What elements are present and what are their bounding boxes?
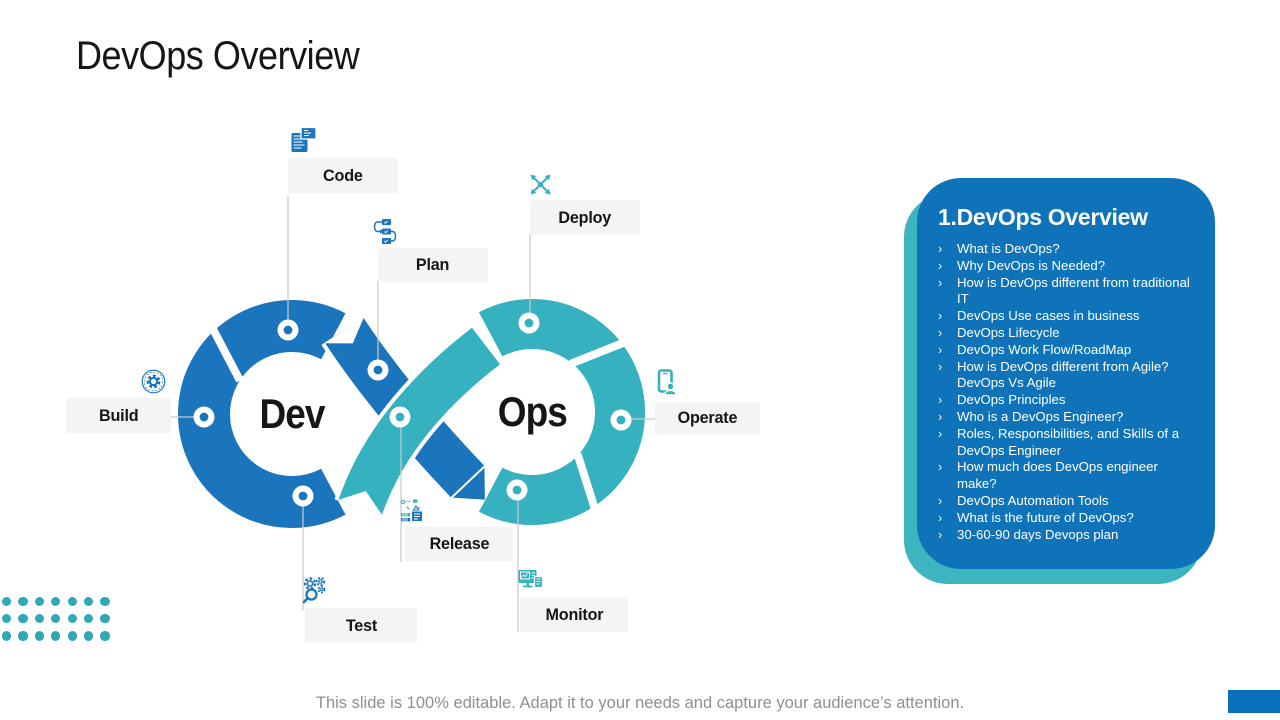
chevron-bullet-icon: › [938,426,943,441]
topic-item: ›How much does DevOps engineer make? [938,459,1158,492]
stage-label-test: Test [305,608,417,643]
topic-item: ›DevOps Use cases in business [938,308,1140,324]
devops-infinity-loop [171,196,656,632]
release-launch-icon [399,497,426,524]
ring-chevron-cuts [209,327,626,511]
deco-dot [67,631,77,641]
chevron-bullet-icon: › [938,309,943,324]
deco-dot [83,597,94,607]
operate-device-icon [652,369,680,397]
deploy-arrows-icon [527,171,554,198]
topic-item: ›What is the future of DevOps? [938,509,1134,525]
node-build [193,406,215,428]
chevron-bullet-icon: › [938,409,943,424]
deco-dot [18,597,28,607]
node-test [292,485,314,507]
test-gears-magnifier-icon [301,576,330,605]
stage-label-deploy: Deploy [530,200,640,235]
topic-item: ›DevOps Work Flow/RoadMap [938,341,1132,357]
ops-label: Ops [497,388,567,435]
deco-dot [83,631,94,641]
monitor-screen-icon [517,567,545,595]
topic-item: ›What is DevOps? [938,241,1060,256]
chevron-bullet-icon: › [938,460,943,475]
deco-dot [100,614,110,624]
chevron-bullet-icon: › [938,325,943,340]
node-deploy [518,312,540,334]
build-gear-icon [140,368,167,395]
code-icon [290,126,318,154]
chevron-bullet-icon: › [938,258,943,273]
chevron-bullet-icon: › [938,510,943,525]
stage-label-code: Code [288,158,398,193]
stage-label-release: Release [405,527,513,561]
deco-dot [51,614,61,624]
topic-item: ›DevOps Principles [938,392,1066,408]
topics-list: ›What is DevOps? ›Why DevOps is Needed? … [917,241,1215,543]
accent-bar [1228,690,1280,713]
deco-dot [51,631,61,641]
stage-label-monitor: Monitor [520,597,628,632]
chevron-bullet-icon: › [938,275,943,290]
node-code [277,319,299,341]
topic-item: ›Roles, Responsibilities, and Skills of … [938,425,1180,458]
node-plan [367,359,389,381]
deco-dot [51,597,61,607]
chevron-bullet-icon: › [938,359,943,374]
topic-item: ›DevOps Automation Tools [938,492,1109,508]
topic-item: ›How is DevOps different from traditiona… [938,274,1190,307]
connector-lines [171,196,656,632]
deco-dot [67,614,77,624]
plan-workflow-icon [371,218,398,245]
topics-panel: 1.DevOps Overview ›What is DevOps? ›Why … [917,178,1215,569]
deco-dot [34,631,44,641]
deco-dot [18,631,28,641]
dot-grid [2,597,117,649]
deco-dot [34,614,44,624]
dev-label: Dev [259,390,325,437]
deco-dot [100,631,110,641]
node-monitor [506,479,528,501]
panel-heading: 1.DevOps Overview [938,204,1148,230]
node-release [389,406,411,428]
topic-item: ›30-60-90 days Devops plan [938,526,1119,542]
editable-note: This slide is 100% editable. Adapt it to… [315,694,965,712]
topic-item: ›DevOps Lifecycle [938,324,1060,340]
deco-dot [2,597,12,607]
deco-dot [2,631,12,641]
deco-dot [34,597,44,607]
chevron-bullet-icon: › [938,242,943,256]
chevron-bullet-icon: › [938,393,943,408]
topic-item: ›Why DevOps is Needed? [938,257,1106,273]
stage-label-build: Build [66,398,171,433]
chevron-bullet-icon: › [938,493,943,508]
node-operate [610,409,632,431]
chevron-bullet-icon: › [938,342,943,357]
deco-dot [67,597,77,607]
deco-dot [100,597,110,607]
chevron-bullet-icon: › [938,527,943,542]
stage-label-plan: Plan [378,248,488,282]
deco-dot [18,614,28,624]
topic-item: ›Who is a DevOps Engineer? [938,408,1124,424]
deco-dot [83,614,94,624]
stage-label-operate: Operate [655,402,760,434]
topic-item: ›How is DevOps different from Agile? Dev… [938,358,1169,391]
page-title: DevOps Overview [76,34,360,78]
deco-dot [2,614,12,624]
